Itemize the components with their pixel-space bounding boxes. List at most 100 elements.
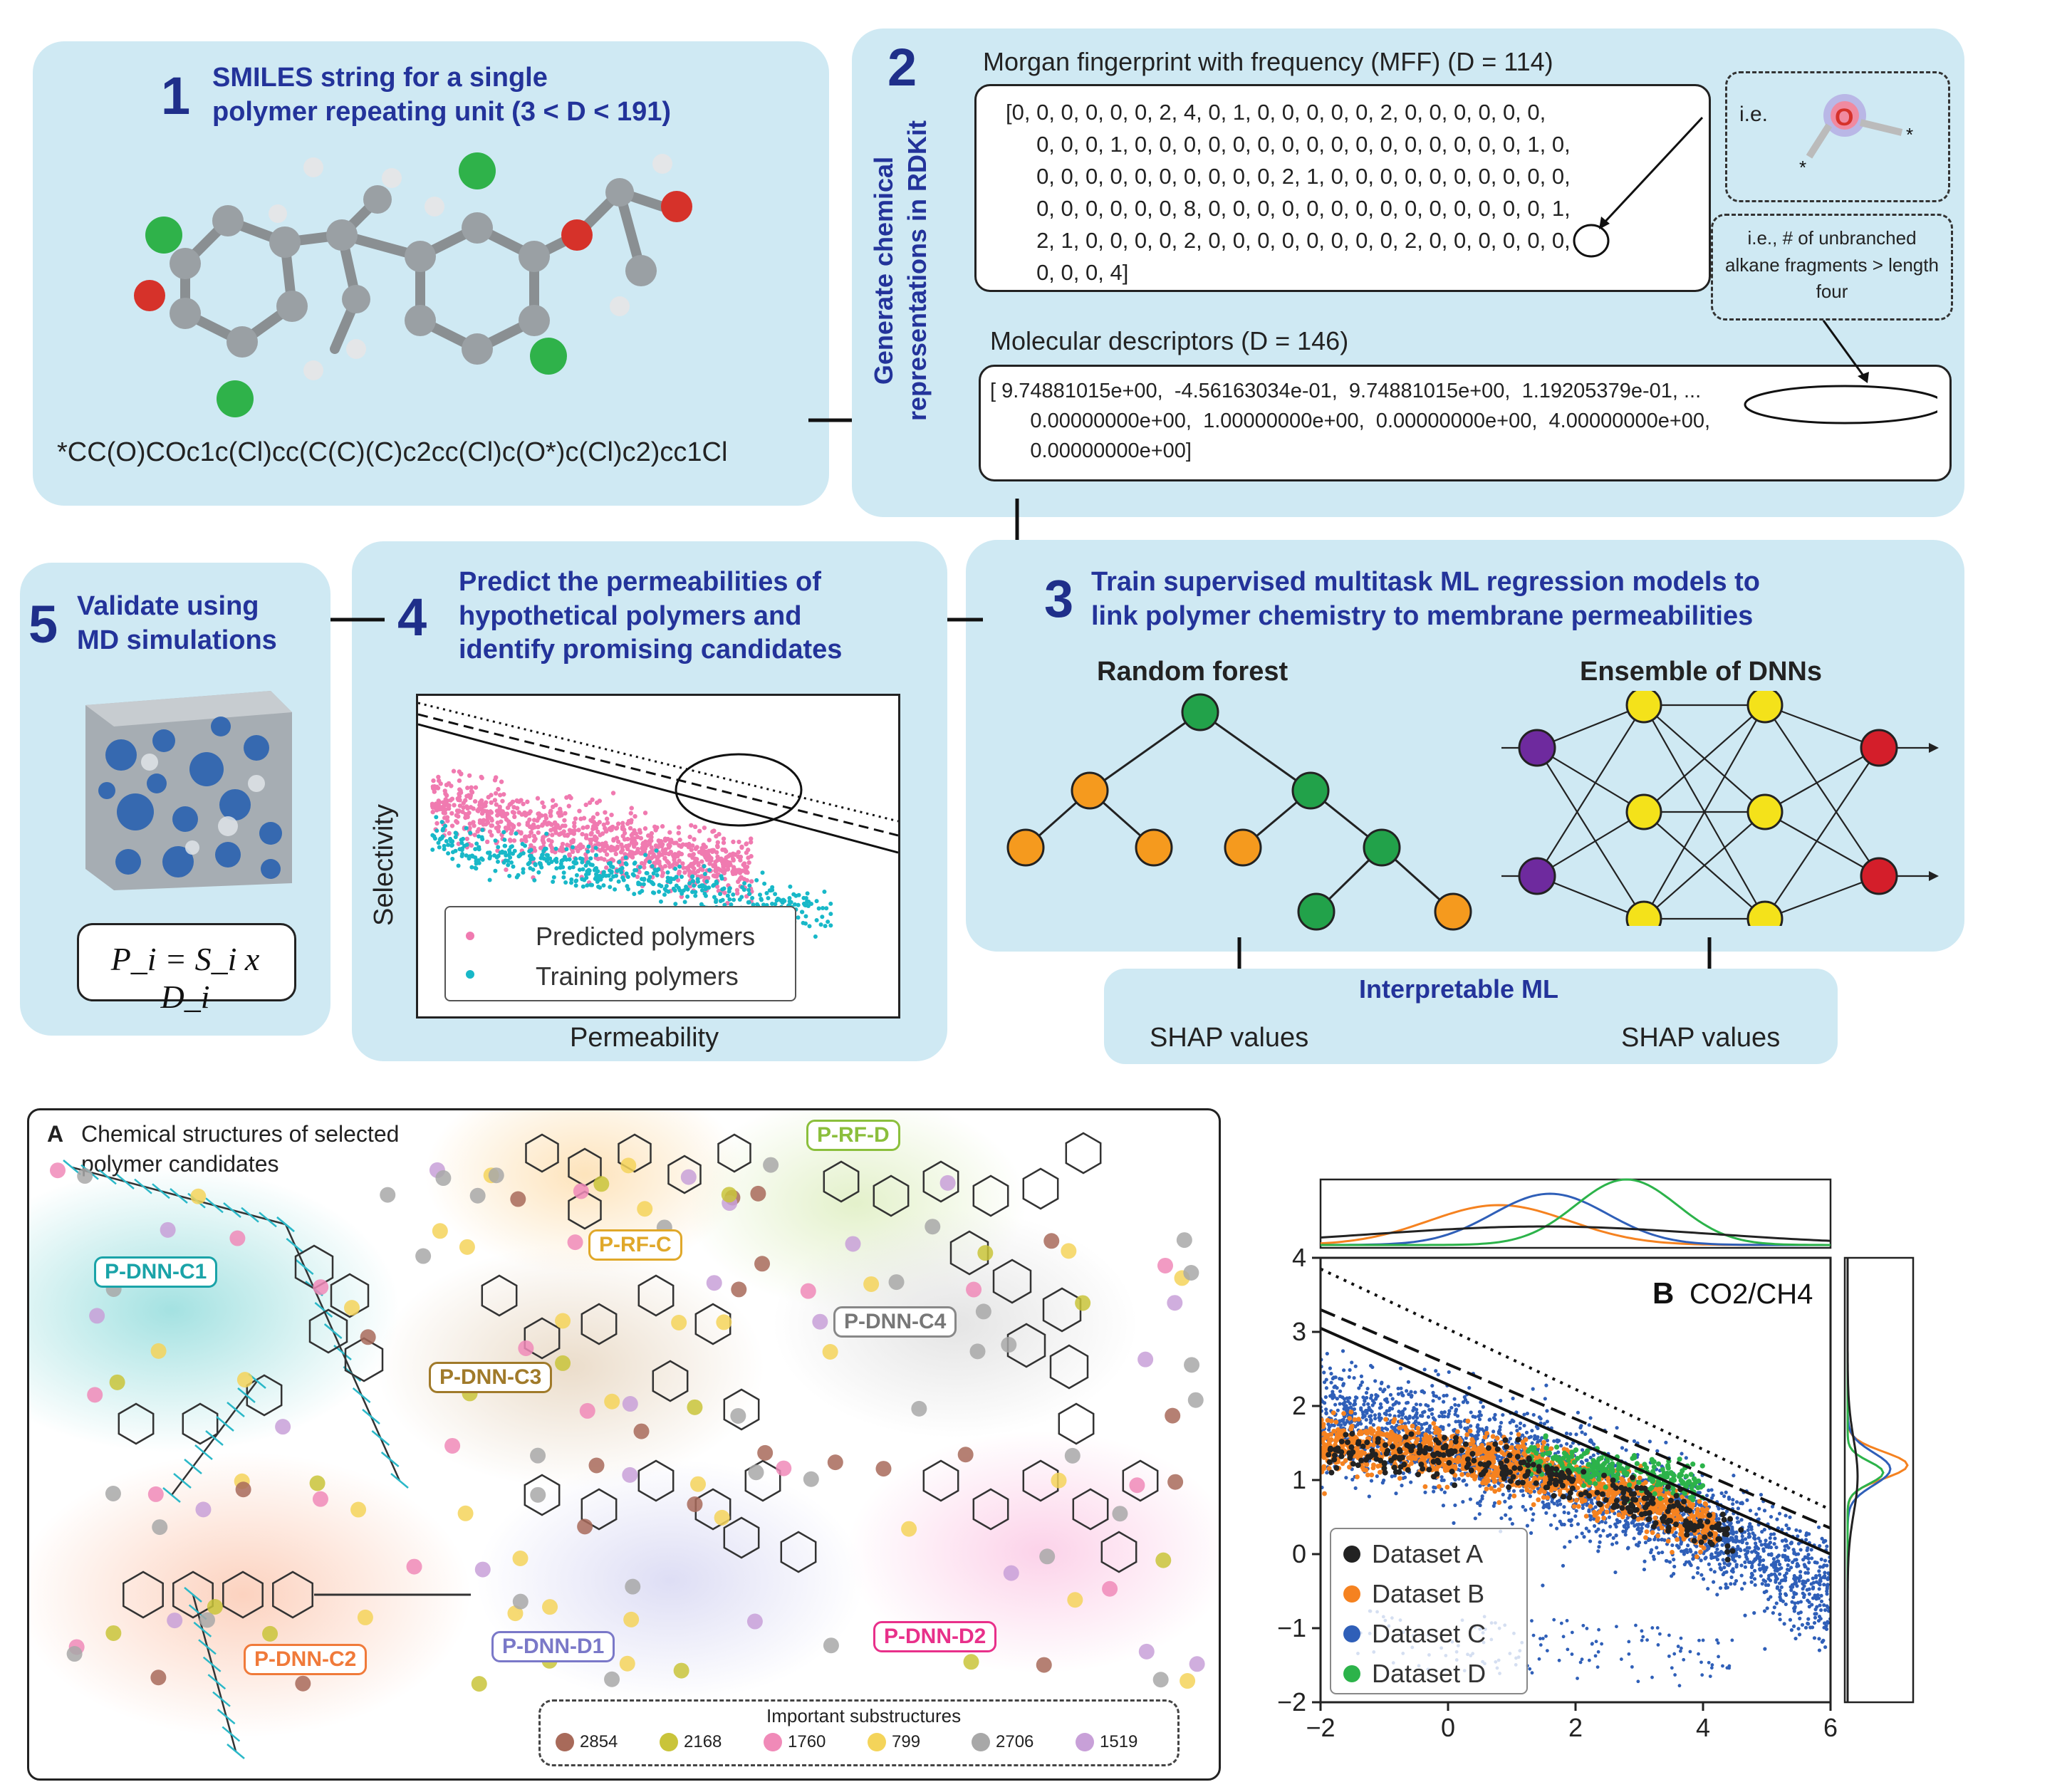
substructure-highlight: [690, 1476, 707, 1492]
substructure-highlight: [573, 1183, 589, 1199]
training-point: [712, 895, 717, 900]
predicted-point: [635, 847, 640, 852]
point-dataset-c: [1752, 1577, 1757, 1581]
point-dataset-c: [1706, 1587, 1710, 1591]
point-dataset-c: [1437, 1414, 1442, 1419]
point-dataset-c: [1499, 1420, 1504, 1425]
point-dataset-c: [1366, 1402, 1370, 1406]
training-point: [625, 875, 630, 880]
predicted-point: [689, 823, 694, 828]
point-dataset-c: [1556, 1503, 1560, 1507]
point-dataset-c: [1816, 1593, 1820, 1598]
predicted-point: [562, 818, 567, 823]
fluorine-bond: [216, 1416, 234, 1432]
point-dataset-c: [1558, 1502, 1563, 1506]
point-dataset-c: [1719, 1566, 1723, 1571]
point-dataset-c: [1478, 1499, 1482, 1504]
point-dataset-c: [1818, 1565, 1822, 1569]
predicted-point: [613, 851, 619, 857]
point-dataset-c: [1477, 1417, 1482, 1422]
point-dataset-c: [1378, 1387, 1383, 1391]
training-point: [631, 872, 636, 877]
training-point: [546, 861, 551, 866]
predicted-point: [655, 855, 660, 860]
point-dataset-c: [1474, 1436, 1478, 1440]
point-dataset-c: [1640, 1526, 1644, 1531]
predicted-point: [565, 843, 570, 848]
substructure-highlight: [444, 1437, 461, 1454]
predicted-point: [536, 811, 541, 816]
training-point: [787, 896, 792, 901]
point-dataset-c: [1709, 1553, 1714, 1558]
point-dataset-c: [1758, 1555, 1762, 1559]
predicted-point: [601, 822, 606, 828]
point-dataset-c: [1792, 1573, 1796, 1578]
point-dataset-c: [1370, 1410, 1374, 1414]
md-highlight: [1744, 320, 1937, 424]
legend-training: Training polymers: [536, 962, 739, 991]
point-dataset-c: [1679, 1646, 1683, 1650]
point-dataset-c: [1820, 1640, 1824, 1644]
point-dataset-c: [1806, 1578, 1810, 1583]
training-point: [690, 890, 695, 895]
point-dataset-c: [1721, 1664, 1724, 1668]
substructure-color-swatch: [660, 1733, 678, 1751]
point-dataset-c: [1521, 1433, 1525, 1437]
point-dataset-c: [1615, 1521, 1620, 1525]
fluorine-bond: [227, 1402, 245, 1417]
point-dataset-c: [1422, 1368, 1427, 1372]
point-dataset-c: [1627, 1640, 1631, 1644]
substructure-highlight: [731, 1281, 747, 1298]
point-dataset-c: [1432, 1393, 1436, 1398]
training-point: [573, 883, 578, 888]
predicted-point: [625, 821, 630, 826]
point-dataset-b: [1635, 1516, 1641, 1522]
predicted-point: [689, 848, 694, 853]
point-dataset-b: [1484, 1486, 1489, 1491]
training-point: [773, 902, 778, 907]
training-point: [650, 881, 655, 886]
point-dataset-c: [1573, 1514, 1578, 1518]
point-dataset-c: [1758, 1539, 1762, 1543]
substructure-highlight: [1003, 1565, 1019, 1581]
point-dataset-c: [1565, 1442, 1569, 1446]
point-dataset-c: [1743, 1548, 1747, 1552]
predicted-point: [610, 791, 616, 796]
point-dataset-c: [1409, 1480, 1413, 1484]
point-dataset-c: [1762, 1509, 1767, 1513]
predicted-point: [682, 870, 687, 875]
point-dataset-c: [1715, 1593, 1719, 1597]
point-dataset-c: [1740, 1587, 1744, 1591]
training-point: [608, 885, 613, 890]
substructure-highlight: [754, 1256, 771, 1272]
point-dataset-c: [1764, 1589, 1769, 1593]
point-dataset-c: [1392, 1425, 1397, 1430]
point-dataset-c: [1778, 1595, 1782, 1599]
point-dataset-c: [1645, 1638, 1649, 1642]
fluorine-bond: [184, 1587, 202, 1603]
point-dataset-c: [1749, 1565, 1754, 1570]
ring: [580, 1303, 618, 1345]
substructure-color-swatch: [556, 1733, 574, 1751]
fluorine-bond: [323, 1323, 343, 1339]
point-dataset-c: [1691, 1556, 1695, 1561]
training-point: [624, 871, 629, 876]
predicted-point: [619, 842, 624, 848]
predicted-point: [479, 811, 485, 816]
point-dataset-c: [1555, 1438, 1559, 1442]
predicted-point: [588, 837, 593, 843]
predicted-point: [551, 826, 556, 831]
point-dataset-c: [1530, 1429, 1534, 1433]
point-dataset-c: [1521, 1493, 1526, 1498]
point-dataset-b: [1643, 1535, 1648, 1541]
point-dataset-c: [1745, 1541, 1749, 1546]
training-point: [664, 888, 669, 893]
predicted-point: [446, 806, 452, 811]
molecule-3d-model: [134, 152, 692, 417]
substructure-highlight: [706, 1275, 722, 1291]
predicted-point: [564, 795, 569, 800]
training-point: [742, 881, 747, 886]
step4-scatter: [418, 702, 898, 939]
point-dataset-c: [1615, 1541, 1619, 1545]
training-point: [641, 882, 646, 887]
